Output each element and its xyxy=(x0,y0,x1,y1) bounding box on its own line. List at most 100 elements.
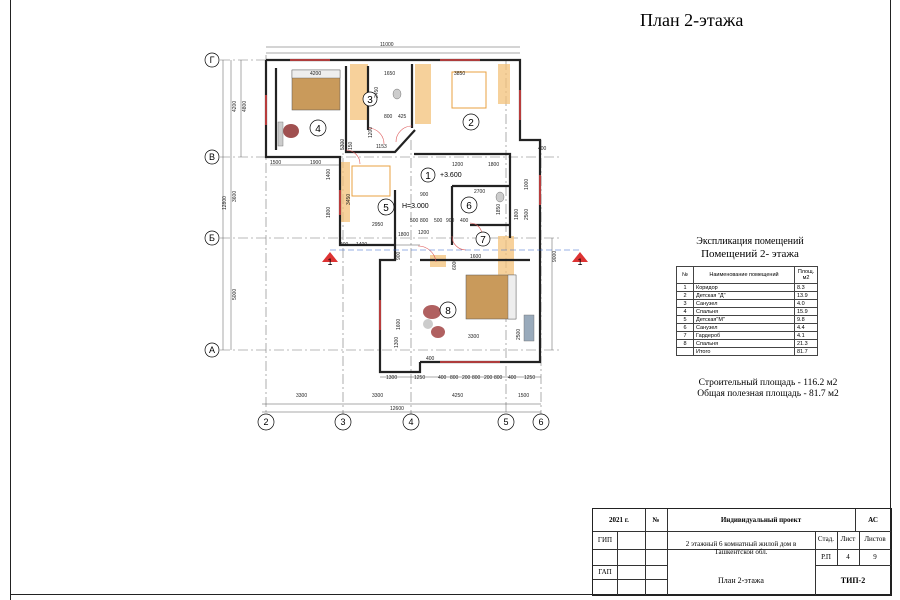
dim-text: 900 xyxy=(446,218,455,224)
dim-text: 4200 xyxy=(310,71,321,77)
dim-text: 1800 xyxy=(488,162,499,168)
dim-text: 800 xyxy=(472,375,481,381)
room-number: 6 xyxy=(466,201,472,212)
stamp-project: Индивидуальный проект xyxy=(720,516,802,524)
stamp-stage: Р.П xyxy=(821,553,831,561)
room-number: 8 xyxy=(445,306,451,317)
axis-col-label: 2 xyxy=(263,417,268,427)
dim-text: 500 xyxy=(434,218,443,224)
dim-text: 1850 xyxy=(496,204,502,215)
dim-text: 400 xyxy=(538,146,547,152)
axis-col-label: 5 xyxy=(503,417,508,427)
room-number: 2 xyxy=(468,118,474,129)
explication-title: Экспликация помещений xyxy=(696,236,804,247)
stamp-gap: ГАП xyxy=(598,568,612,576)
frame-right xyxy=(890,0,891,594)
axis-col-label: 6 xyxy=(538,417,543,427)
dimension-texts: 11000 4200 1650 3850 12600 3300 3300 425… xyxy=(222,42,558,412)
dim-text: 4250 xyxy=(452,393,463,399)
col-area: Площ. м2 xyxy=(794,266,818,284)
dim-text: 1400 xyxy=(326,169,332,180)
dim-text: 1600 xyxy=(396,319,402,330)
dim-text: 1200 xyxy=(452,162,463,168)
axis-row-label: Б xyxy=(209,233,215,243)
level-mark: H=3.000 xyxy=(402,203,429,210)
dim-text: 2700 xyxy=(474,189,485,195)
dim-text: 400 xyxy=(426,356,435,362)
room-number: 5 xyxy=(383,203,389,214)
room-number: 4 xyxy=(315,124,321,135)
axis-labels: Г В Б А 2 3 4 5 6 xyxy=(209,55,544,427)
stamp-num: № xyxy=(652,516,660,524)
axis-col-label: 4 xyxy=(408,417,413,427)
stamp-type: ТИП-2 xyxy=(840,575,866,585)
dim-text: 1500 xyxy=(518,393,529,399)
axis-row-label: А xyxy=(209,345,215,355)
col-name: Наименование помещений xyxy=(693,266,795,284)
stamp-code: АС xyxy=(868,516,878,524)
stamp-sheets: 9 xyxy=(873,553,877,561)
furniture xyxy=(277,69,535,342)
dim-text: 3600 xyxy=(232,191,238,202)
dim-text: 1650 xyxy=(384,71,395,77)
stamp-sheets-header: Листов xyxy=(864,535,886,543)
dim-text: 1800 xyxy=(514,209,520,220)
room-number: 3 xyxy=(367,95,373,106)
dim-text: 12600 xyxy=(390,406,404,412)
table-header: № Наименование помещений Площ. м2 xyxy=(676,266,818,284)
room-numbers: 3 2 4 5 1 6 7 8 xyxy=(315,95,486,317)
room-markers xyxy=(309,91,491,319)
dim-text: 1800 xyxy=(398,232,409,238)
dim-text: 4200 xyxy=(232,101,238,112)
axis-row-label: В xyxy=(209,152,215,162)
room-number: 1 xyxy=(425,171,431,182)
dim-text: 1800 xyxy=(326,207,332,218)
explication-heading: Экспликация помещений Помещений 2- этажа xyxy=(660,236,840,260)
sheet-title: План 2-этажа xyxy=(640,10,744,30)
dim-text: 1250 xyxy=(524,375,535,381)
stamp-year: 2021 г. xyxy=(609,516,629,524)
dim-text: 200 xyxy=(462,375,471,381)
dim-text: 3850 xyxy=(454,71,465,77)
dim-text: 425 xyxy=(398,114,407,120)
dim-text: 3300 xyxy=(468,334,479,340)
dim-text: 1600 xyxy=(470,254,481,260)
dim-text: 400 xyxy=(340,242,349,248)
dim-text: 400 xyxy=(438,375,447,381)
dim-text: 400 xyxy=(508,375,517,381)
dim-text: 2450 xyxy=(374,87,380,98)
title-block: 2021 г. № Индивидуальный проект АС ГИП Г… xyxy=(592,508,892,596)
dim-text: 1400 xyxy=(356,242,367,248)
axis-row-label: Г xyxy=(210,55,215,65)
dim-text: 1200 xyxy=(418,230,429,236)
dim-text: 900 xyxy=(396,251,402,260)
dim-text: 5000 xyxy=(232,289,238,300)
dim-text: 12800 xyxy=(222,196,228,210)
dim-text: 5300 xyxy=(340,139,346,150)
frame-left xyxy=(10,0,11,600)
level-mark: +3.600 xyxy=(440,172,462,179)
section-mark: 1 xyxy=(327,257,332,267)
dim-text: 200 xyxy=(484,375,493,381)
dim-text: 6000 xyxy=(452,259,458,270)
level-marks: +3.600 H=3.000 xyxy=(402,172,462,210)
dim-text: 1900 xyxy=(310,160,321,166)
section-mark: 1 xyxy=(577,257,582,267)
dim-text: 2500 xyxy=(524,209,530,220)
dim-text: 1000 xyxy=(524,179,530,190)
dim-text: 800 xyxy=(450,375,459,381)
windows xyxy=(265,59,541,363)
dim-text: 3300 xyxy=(372,393,383,399)
dim-text: 9000 xyxy=(552,251,558,262)
stamp-sheet-header: Лист xyxy=(840,535,856,543)
